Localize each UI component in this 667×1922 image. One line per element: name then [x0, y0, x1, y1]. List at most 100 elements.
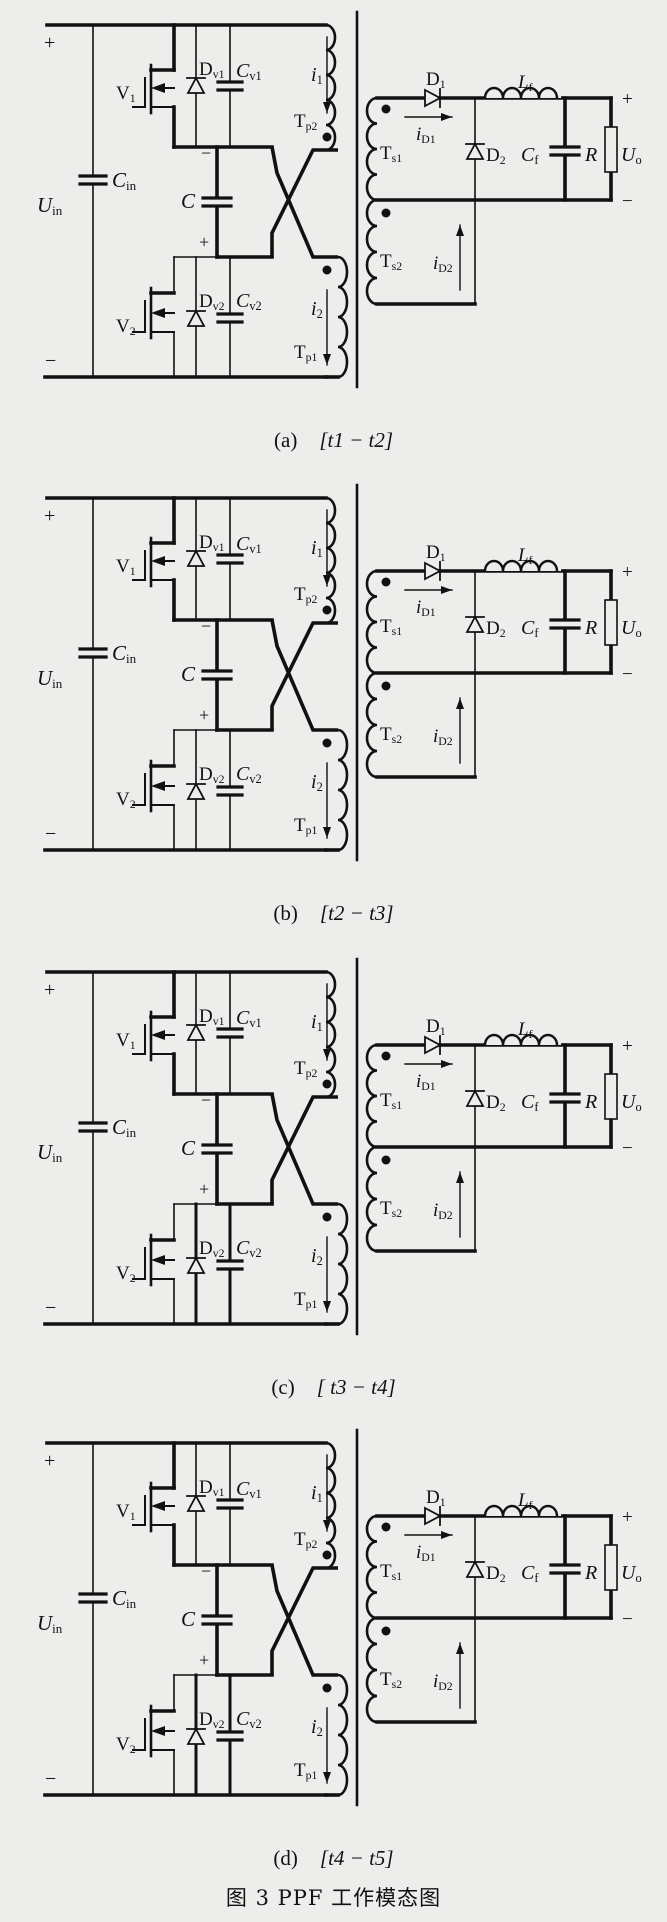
label-tp1: Tp1 [294, 1289, 317, 1311]
label-main: T [294, 342, 306, 363]
label-main: U [37, 1611, 54, 1635]
label-subscript: f [529, 554, 533, 567]
cv1-capacitor [216, 1027, 244, 1039]
d1-diode [424, 561, 442, 581]
i1-arrow [323, 36, 331, 114]
ts1-winding [365, 96, 378, 202]
c-capacitor [201, 196, 233, 208]
label-main: C [236, 290, 250, 312]
label-uin: Uin [37, 193, 63, 218]
mosfet-arrow-icon [151, 308, 165, 318]
arrow-head [323, 1049, 331, 1060]
label-main: T [294, 815, 306, 836]
label-id1: iD1 [416, 124, 436, 146]
diode-triangle [424, 88, 442, 108]
d1-diode [424, 88, 442, 108]
label-main: − [622, 1138, 633, 1159]
label-d2: D2 [486, 145, 506, 167]
dv2-diode [186, 782, 206, 800]
label-tp1: Tp1 [294, 342, 317, 364]
capacitor-gap [203, 197, 231, 207]
label-main: − [201, 616, 211, 636]
label-subscript: 1 [130, 92, 136, 105]
label-subscript: 2 [130, 1743, 136, 1756]
label-main: U [37, 1140, 54, 1164]
r-resistor [604, 1073, 618, 1120]
label-main: D [199, 1006, 213, 1027]
arrow-head [323, 354, 331, 365]
label-main: U [37, 666, 54, 690]
label-main: i [433, 1200, 438, 1221]
label-subscript: 1 [317, 73, 323, 87]
dv2-diode [186, 309, 206, 327]
arrow-head [441, 1060, 452, 1068]
label-subscript: 2 [130, 1272, 136, 1285]
label-dv2: Dv2 [199, 1238, 225, 1260]
label-main: C [236, 1237, 250, 1259]
label-main: L [517, 1490, 529, 1511]
arrow-head [323, 1772, 331, 1783]
label-main: C [181, 662, 196, 686]
capacitor-gap [203, 1144, 231, 1154]
label-main: D [199, 532, 213, 553]
capacitor-gap [203, 1615, 231, 1625]
label-main: T [380, 1198, 392, 1219]
label-main: − [201, 143, 211, 163]
label-subscript: 2 [130, 325, 136, 338]
ts1-winding [365, 1043, 378, 1149]
tp1-dot-icon [322, 265, 332, 275]
label-i1: i1 [311, 1482, 323, 1505]
label-main: T [294, 111, 306, 132]
label-subscript: p1 [306, 824, 318, 837]
label-subscript: o [635, 1100, 641, 1114]
v1-mosfet [132, 536, 176, 588]
label-uo: Uo [621, 617, 642, 640]
label-subscript: v2 [249, 299, 261, 313]
capacitor-gap [218, 313, 242, 323]
label-minus-in: − [45, 1297, 56, 1319]
label-main: D [426, 542, 440, 563]
i1-arrow [323, 509, 331, 587]
label-main: + [44, 505, 55, 527]
mosfet-arrow-icon [151, 1726, 165, 1736]
arrow-head [441, 1531, 452, 1539]
label-main: i [416, 1542, 421, 1563]
label-v1: V1 [116, 1501, 136, 1523]
diode-triangle [424, 1035, 442, 1055]
label-main: i [311, 771, 317, 793]
label-subscript: f [534, 1571, 539, 1585]
label-subscript: v2 [249, 1717, 261, 1731]
dv1-diode [186, 549, 206, 567]
capacitor-gap [218, 81, 242, 91]
label-subscript: v2 [213, 1718, 225, 1731]
arrow-head [323, 1301, 331, 1312]
cf-capacitor [549, 145, 581, 157]
lf-inductor [483, 1504, 559, 1517]
label-subscript: v2 [213, 300, 225, 313]
label-main: − [622, 191, 633, 212]
label-main: C [181, 1136, 196, 1160]
label-main: C [236, 1007, 250, 1029]
label-subscript: D1 [421, 1080, 435, 1093]
label-main: D [199, 291, 213, 312]
id2-arrow [456, 1642, 464, 1709]
label-c-plus: + [199, 1650, 209, 1670]
r-resistor [604, 1544, 618, 1591]
cv1-capacitor [216, 1498, 244, 1510]
label-cin: Cin [112, 1115, 137, 1140]
c-capacitor [201, 1143, 233, 1155]
label-main: + [622, 1507, 633, 1528]
capacitor-gap [218, 554, 242, 564]
cin-capacitor [78, 174, 108, 186]
panel-interval: [t2 − t3] [319, 901, 394, 925]
label-main: i [433, 726, 438, 747]
label-cv2: Cv2 [236, 1237, 262, 1260]
label-subscript: p1 [306, 351, 318, 364]
panel-label: (a) [274, 428, 298, 452]
cv2-capacitor [216, 1730, 244, 1742]
label-ts2: Ts2 [380, 251, 402, 273]
label-cv2: Cv2 [236, 290, 262, 313]
label-subscript: in [126, 1596, 137, 1611]
label-subscript: 1 [440, 551, 446, 564]
